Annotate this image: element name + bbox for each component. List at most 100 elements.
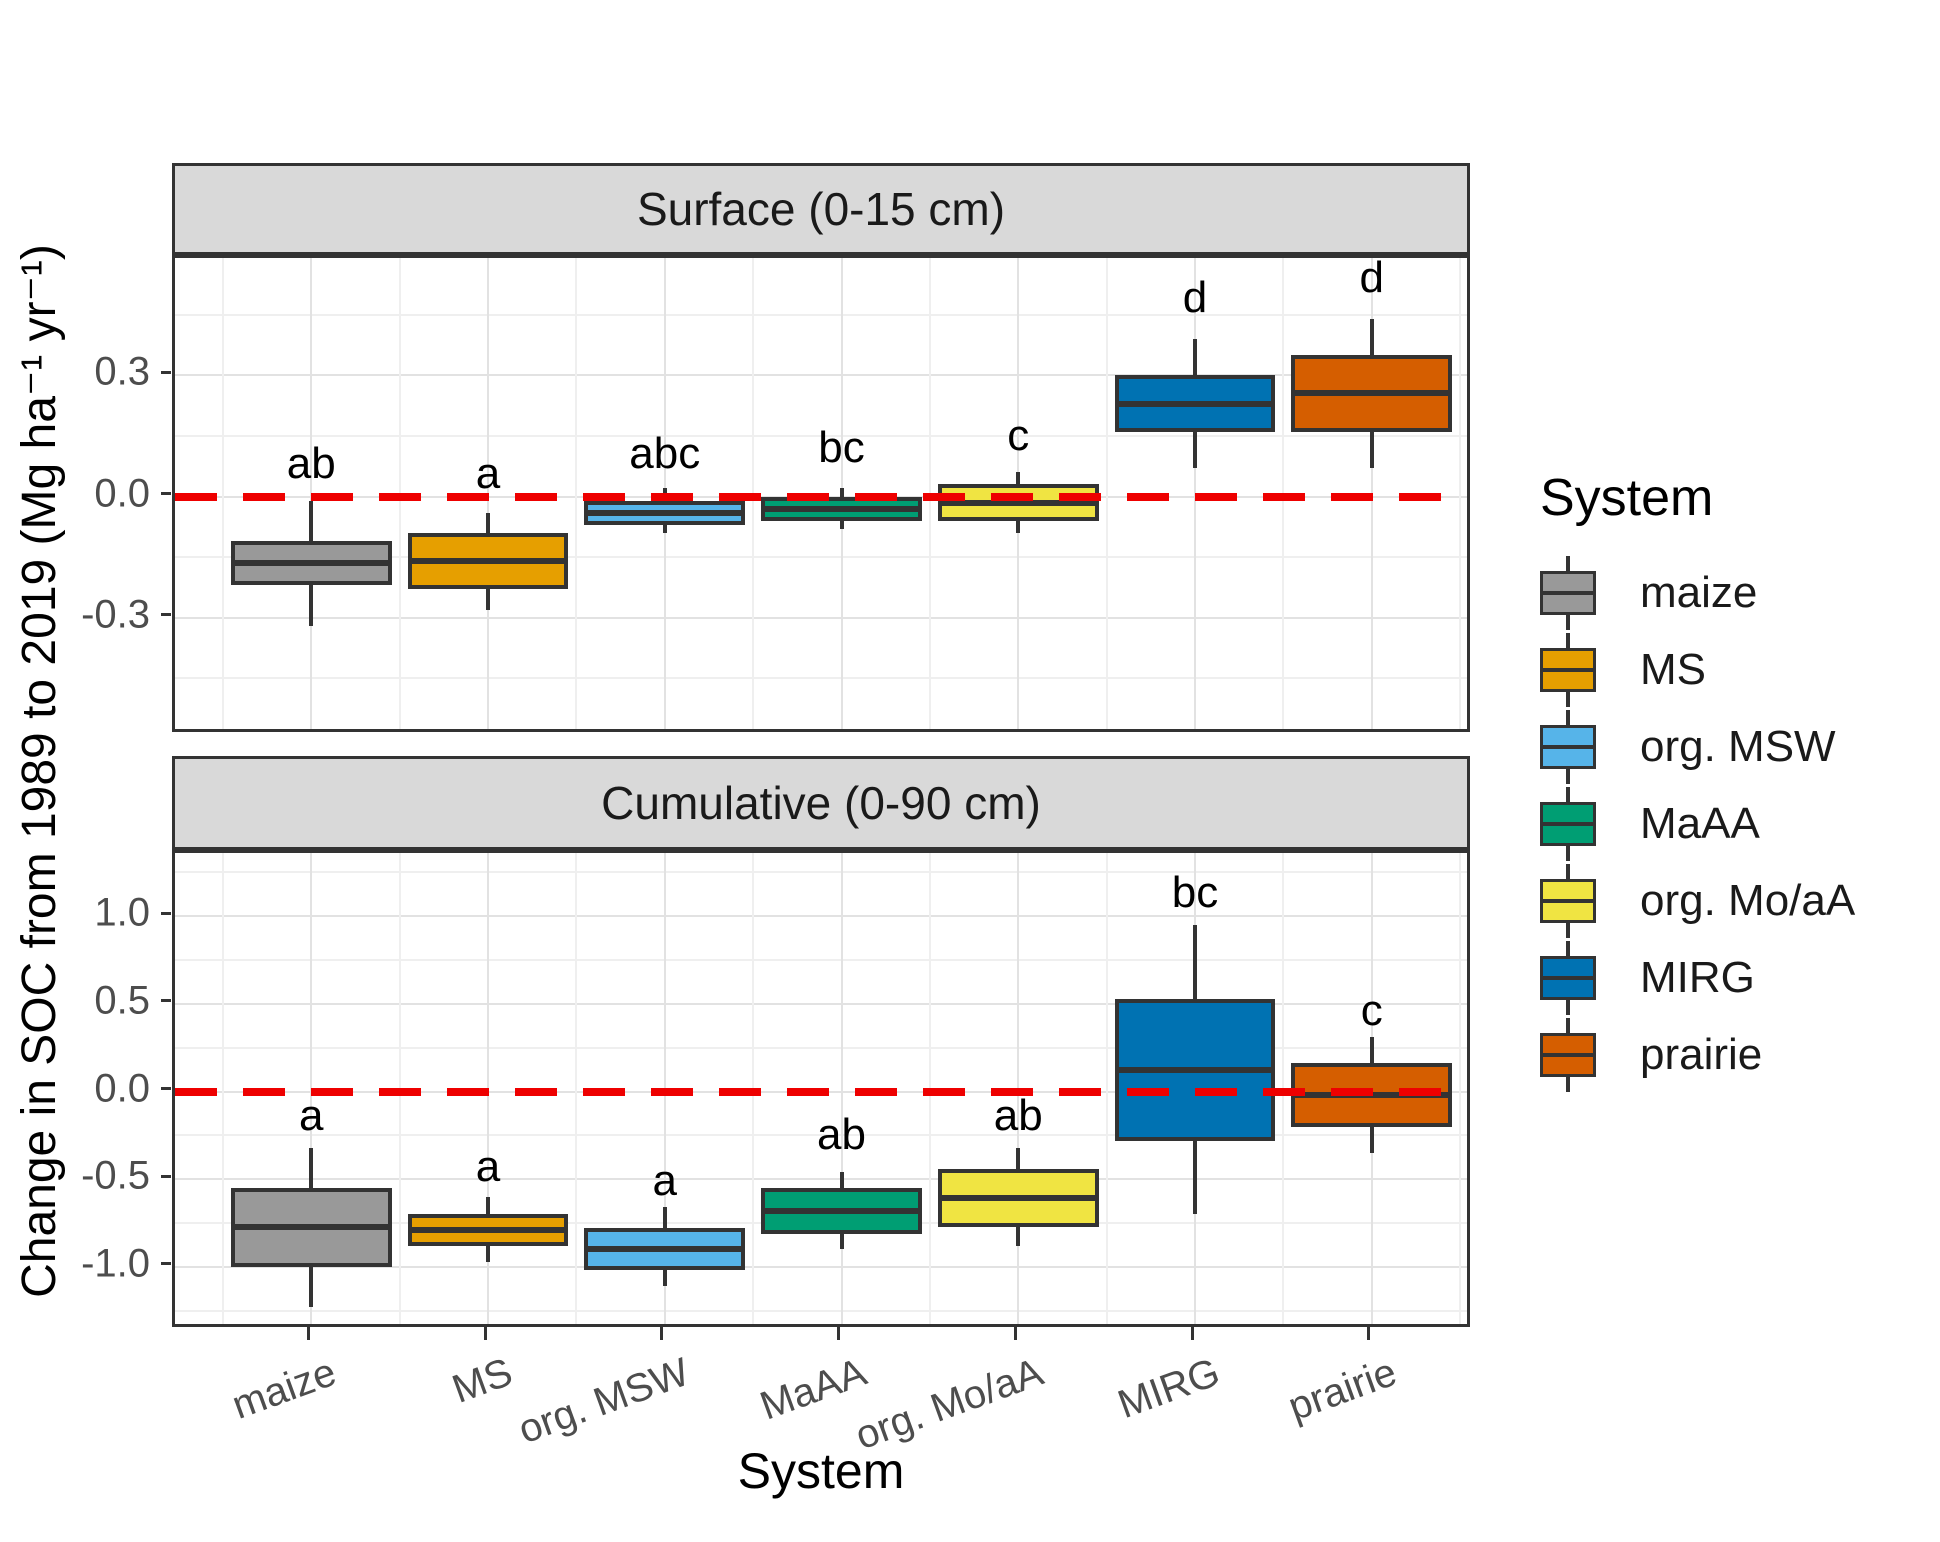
legend-item: MS bbox=[1540, 631, 1930, 708]
x-axis-tick bbox=[837, 1327, 841, 1340]
facet-strip: Surface (0-15 cm) bbox=[172, 163, 1470, 255]
median-line bbox=[588, 509, 742, 516]
x-tick-label: MIRG bbox=[1111, 1350, 1226, 1428]
key-median bbox=[1543, 667, 1593, 672]
box bbox=[937, 1168, 1099, 1227]
box bbox=[584, 1228, 746, 1271]
y-axis-tick bbox=[161, 1087, 171, 1090]
gridline-minor-h bbox=[175, 1134, 1467, 1137]
y-axis-tick bbox=[161, 911, 171, 915]
legend-item: MaAA bbox=[1540, 785, 1930, 862]
key-box bbox=[1540, 724, 1596, 769]
x-tick-label: prairie bbox=[1282, 1350, 1402, 1430]
gridline-major-h bbox=[175, 1002, 1467, 1005]
boxplot-key-icon bbox=[1540, 1017, 1596, 1092]
boxplot-key-icon bbox=[1540, 709, 1596, 784]
median-line bbox=[411, 558, 565, 565]
x-tick-label: org. MSW bbox=[512, 1350, 695, 1453]
boxplot-key-icon bbox=[1540, 786, 1596, 861]
median-line bbox=[1118, 1066, 1272, 1073]
y-axis-tick bbox=[161, 1262, 171, 1266]
x-tick-label: MS bbox=[446, 1350, 519, 1412]
y-tick-label: 0.5 bbox=[94, 978, 150, 1023]
significance-letter: d bbox=[1359, 253, 1384, 303]
legend-label: prairie bbox=[1640, 1029, 1763, 1079]
y-axis-tick bbox=[161, 492, 171, 495]
zero-reference-line bbox=[175, 1087, 1467, 1096]
x-axis-tick bbox=[1367, 1327, 1371, 1340]
gridline-major-h bbox=[175, 1265, 1467, 1268]
median-line bbox=[234, 560, 388, 567]
gridline-minor-h bbox=[175, 1309, 1467, 1312]
box bbox=[761, 1187, 922, 1234]
y-axis-tick bbox=[161, 1174, 171, 1178]
key-box bbox=[1540, 570, 1596, 615]
significance-letter: a bbox=[475, 1141, 501, 1191]
key-box bbox=[1540, 647, 1596, 692]
significance-letter: a bbox=[652, 1155, 678, 1205]
y-tick-label: 0.3 bbox=[94, 349, 150, 394]
y-axis-title: Change in SOC from 1989 to 2019 (Mg ha⁻¹… bbox=[13, 244, 66, 1298]
gridline-major-h bbox=[175, 616, 1467, 619]
significance-letter: ab bbox=[817, 1110, 866, 1160]
key-median bbox=[1543, 898, 1593, 903]
box bbox=[584, 500, 746, 525]
y-tick-label: -1.0 bbox=[81, 1241, 150, 1286]
key-median bbox=[1543, 821, 1593, 826]
significance-letter: a bbox=[299, 1091, 324, 1141]
box bbox=[1114, 375, 1276, 432]
x-axis-tick bbox=[306, 1327, 310, 1340]
significance-letter: d bbox=[1182, 273, 1208, 323]
x-axis-tick bbox=[1190, 1327, 1194, 1340]
legend-label: org. Mo/aA bbox=[1640, 875, 1856, 925]
facet-strip: Cumulative (0-90 cm) bbox=[172, 756, 1470, 850]
legend-label: org. MSW bbox=[1640, 721, 1836, 771]
legend-label: MIRG bbox=[1640, 952, 1755, 1002]
legend-item: MIRG bbox=[1540, 939, 1930, 1016]
gridline-minor-h bbox=[175, 871, 1467, 874]
gridline-minor-h bbox=[175, 677, 1467, 680]
legend-label: maize bbox=[1640, 567, 1758, 617]
boxplot-key-icon bbox=[1540, 940, 1596, 1015]
box bbox=[1114, 998, 1276, 1141]
boxplot-key-icon bbox=[1540, 555, 1596, 630]
y-tick-label: -0.5 bbox=[81, 1153, 150, 1198]
box bbox=[230, 1187, 392, 1267]
legend-title: System bbox=[1540, 469, 1714, 527]
y-tick-label: -0.3 bbox=[81, 592, 150, 637]
median-line bbox=[588, 1246, 742, 1253]
key-median bbox=[1543, 1052, 1593, 1057]
key-median bbox=[1543, 590, 1593, 595]
legend-item: org. MSW bbox=[1540, 708, 1930, 785]
x-axis-tick bbox=[660, 1327, 664, 1340]
key-box bbox=[1540, 801, 1596, 846]
key-median bbox=[1543, 975, 1593, 980]
y-tick-label: 0.0 bbox=[94, 471, 150, 515]
x-axis-tick bbox=[1013, 1327, 1017, 1340]
legend-label: MaAA bbox=[1640, 798, 1760, 848]
box bbox=[937, 484, 1099, 521]
legend-label: MS bbox=[1640, 644, 1706, 694]
box bbox=[230, 540, 392, 586]
boxplot-key-icon bbox=[1540, 632, 1596, 707]
gridline-minor-h bbox=[175, 434, 1467, 437]
median-line bbox=[411, 1227, 565, 1234]
box bbox=[407, 532, 569, 590]
gridline-minor-h bbox=[175, 313, 1467, 316]
median-line bbox=[1118, 400, 1272, 407]
median-line bbox=[941, 1194, 1095, 1201]
x-tick-label: maize bbox=[226, 1350, 342, 1428]
median-line bbox=[765, 505, 918, 512]
median-line bbox=[234, 1224, 388, 1231]
key-box bbox=[1540, 1032, 1596, 1077]
key-box bbox=[1540, 955, 1596, 1000]
facet-strip-label: Surface (0-15 cm) bbox=[636, 183, 1006, 235]
significance-letter: ab bbox=[993, 1091, 1043, 1141]
median-line bbox=[765, 1207, 918, 1214]
significance-letter: abc bbox=[629, 429, 701, 479]
significance-letter: ab bbox=[286, 439, 336, 489]
